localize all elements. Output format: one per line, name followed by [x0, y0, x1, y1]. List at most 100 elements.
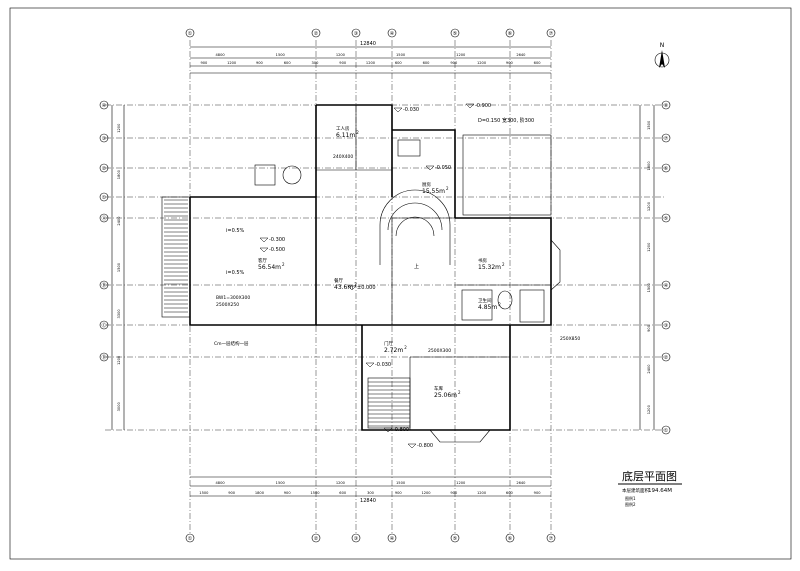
terrace-hatching: [164, 199, 188, 313]
bottom-axis-7: ⑦: [546, 533, 556, 543]
drawing-title: 底层平面图: [622, 469, 677, 483]
top-axis-2: ②: [311, 28, 321, 38]
svg-text:④: ④: [390, 31, 395, 37]
bottom-overall-dim: 12840: [360, 498, 376, 504]
left-axis-6: Ⓑ: [99, 280, 109, 290]
bottom-detail-13: 900: [534, 491, 542, 495]
left-dim-5: 3300: [117, 309, 121, 319]
level-markers: -0.030-0.900-0.300-0.500±0.000-0.030-0.8…: [259, 103, 491, 449]
room-area-sup-7: 2: [404, 345, 407, 350]
bottom-seg-3: 1200: [336, 481, 346, 485]
bottom-detail-12: 600: [506, 491, 514, 495]
level-1: -0.030: [403, 107, 419, 113]
entrance-stair: [367, 377, 411, 429]
window-label-1: 240X400: [333, 154, 353, 160]
svg-text:①: ①: [188, 31, 193, 37]
bottom-detail-3: 1800: [255, 491, 265, 495]
left-axis-8: Ⓓ: [99, 352, 109, 362]
bottom-axis-4: ④: [387, 533, 397, 543]
right-axis-4: ⑤: [661, 213, 671, 223]
svg-text:②: ②: [664, 355, 669, 361]
left-axis-1: ④: [99, 100, 109, 110]
bottom-axis-3: ③: [351, 533, 361, 543]
right-axis-5: ④: [661, 280, 671, 290]
right-axis-3: ⑥: [661, 163, 671, 173]
title-block: 底层平面图 本层建筑面积 194.64M 图例1 图例2: [618, 469, 682, 507]
svg-text:Ⓐ: Ⓐ: [101, 215, 106, 222]
room-area-sup-2: 2: [446, 186, 449, 191]
left-axis-4: ①: [99, 192, 109, 202]
top-detail-9: 600: [423, 61, 431, 65]
right-axis-7: ②: [661, 352, 671, 362]
svg-text:④: ④: [664, 283, 669, 289]
svg-text:②: ②: [314, 536, 319, 542]
room-area-sup-1: 2: [356, 130, 359, 135]
stair-direction: 上: [414, 263, 419, 270]
room-area-6: 4.85m: [478, 304, 497, 311]
left-dimension-lines: [111, 105, 125, 430]
kitchen-fixtures: [254, 139, 421, 186]
room-area-2: 15.55m: [422, 188, 445, 195]
left-axis-5: Ⓐ: [99, 213, 109, 223]
room-area-5: 15.32m: [478, 264, 501, 271]
right-dimension-lines: [639, 105, 655, 430]
top-axis-1: ①: [185, 28, 195, 38]
svg-text:①: ①: [102, 195, 107, 201]
left-dim-6: 1200: [117, 355, 121, 365]
svg-text:④: ④: [102, 103, 107, 109]
bottom-detail-1: 1500: [199, 491, 209, 495]
spiral-stair: [379, 189, 451, 265]
room-area-3: 56.54m: [258, 264, 281, 271]
svg-text:③: ③: [354, 31, 358, 37]
top-dimension-lines: [190, 46, 551, 74]
right-dim-7: 2400: [647, 364, 651, 374]
svg-text:③: ③: [354, 536, 358, 542]
bottom-seg-2: 1500: [276, 481, 286, 485]
bottom-seg-5: 1200: [456, 481, 466, 485]
left-dim-3: 2400: [117, 216, 121, 226]
bottom-detail-2: 900: [228, 491, 236, 495]
room-area-sup-8: 2: [458, 390, 461, 395]
bottom-detail-8: 900: [395, 491, 403, 495]
svg-text:⑧: ⑧: [664, 103, 669, 109]
top-seg-5: 1200: [456, 53, 466, 57]
bottom-axis-2: ②: [311, 533, 321, 543]
axis-grid: [105, 40, 665, 535]
top-detail-8: 600: [395, 61, 403, 65]
svg-text:⑤: ⑤: [453, 536, 457, 542]
room-area-sup-3: 2: [282, 262, 285, 267]
svg-text:③: ③: [664, 323, 668, 329]
room-name-1: 工人房: [336, 125, 350, 132]
top-seg-2: 1500: [276, 53, 286, 57]
right-dim-2: 1800: [647, 161, 651, 171]
bottom-axis-5: ⑤: [450, 533, 460, 543]
svg-text:③: ③: [102, 136, 106, 142]
left-axis-3: ②: [99, 163, 109, 173]
right-dim-8: 1200: [647, 404, 651, 414]
right-dim-5: 1500: [647, 283, 651, 293]
right-axis-1: ⑧: [661, 100, 671, 110]
right-dim-3: 1200: [647, 201, 651, 211]
door-label-1: 250X850: [560, 336, 580, 342]
corridor-note: D=0.150 宽300, 阶300: [478, 117, 534, 124]
room-name-8: 车库: [434, 385, 443, 392]
window-label-2: 2500X250: [216, 302, 239, 308]
right-axis-6: ③: [661, 320, 671, 330]
room-name-2: 厨房: [422, 181, 431, 188]
bottom-axis-1: ①: [185, 533, 195, 543]
top-seg-6: 2640: [516, 53, 526, 57]
svg-text:④: ④: [390, 536, 395, 542]
svg-text:Ⓓ: Ⓓ: [101, 354, 106, 361]
svg-text:Ⓑ: Ⓑ: [101, 282, 106, 289]
room-area-8: 25.06m: [434, 392, 457, 399]
level-2: -0.900: [475, 103, 491, 109]
north-arrow: N: [654, 42, 670, 68]
